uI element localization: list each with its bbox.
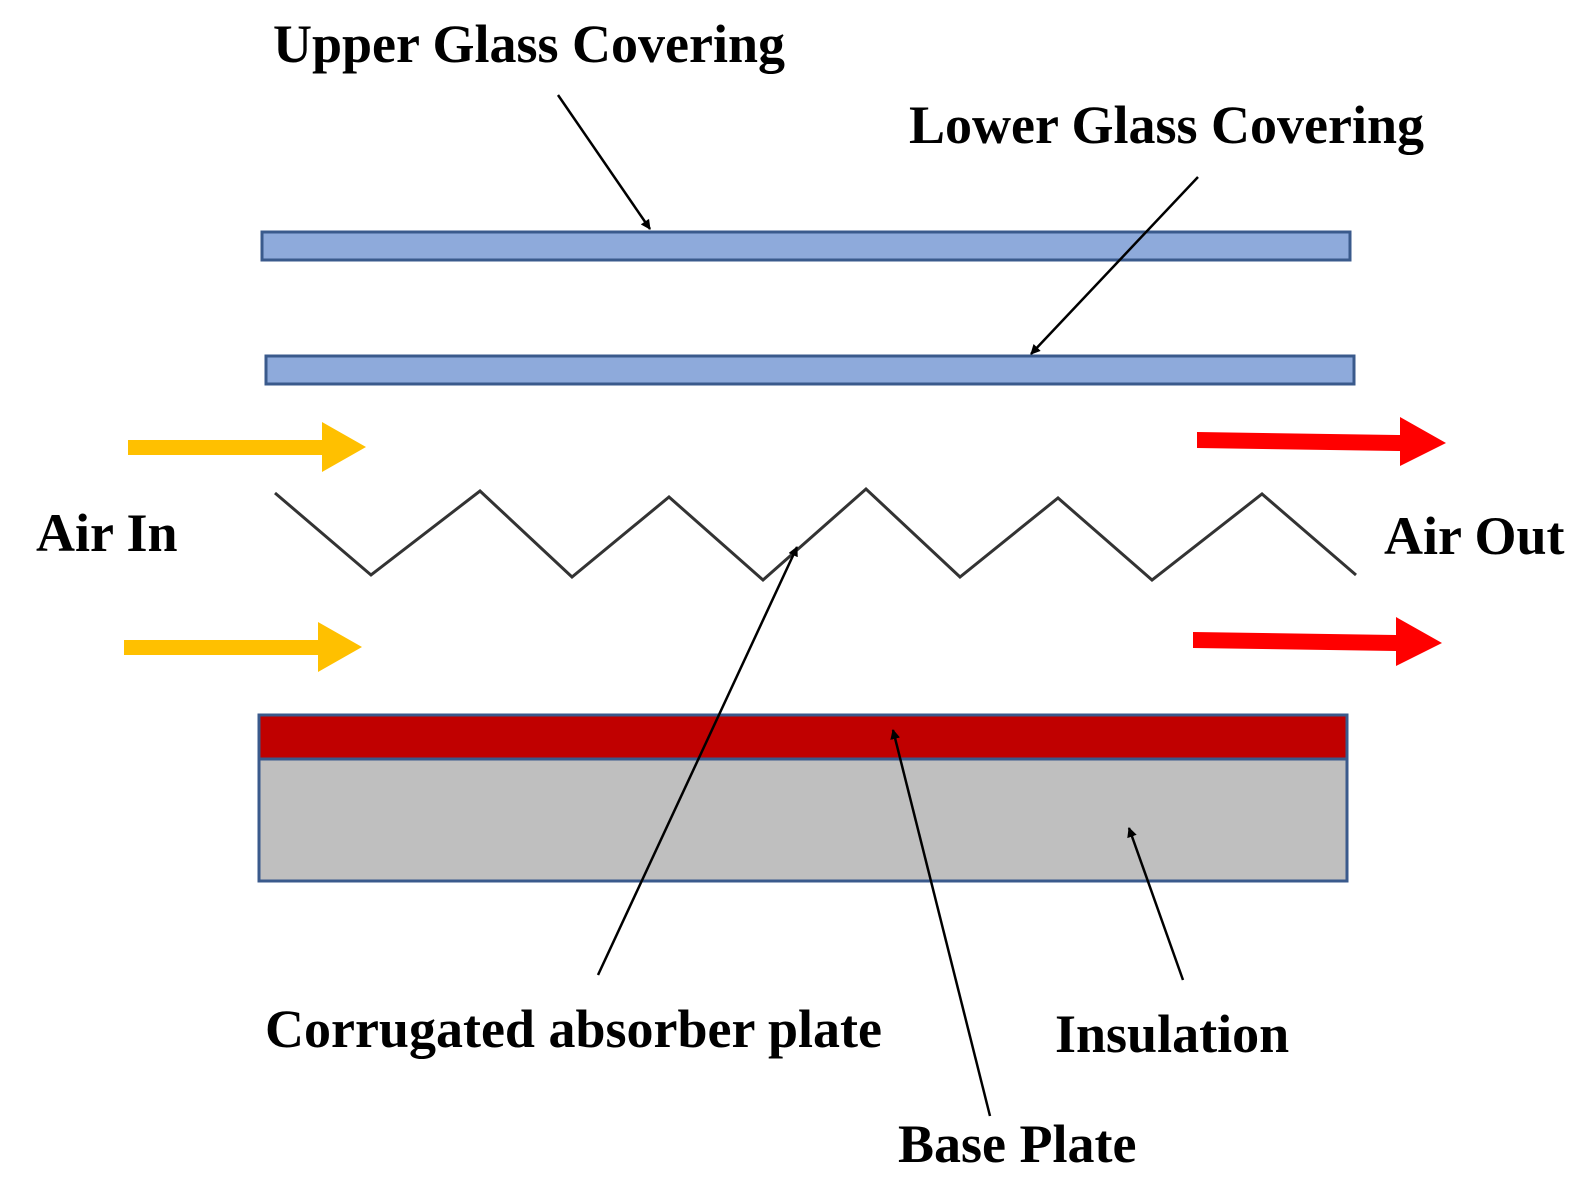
insulation-block [257, 755, 1349, 883]
air-out-arrow-bottom [1193, 617, 1442, 666]
insulation-label: Insulation [1055, 1004, 1289, 1064]
air-in-arrow-top [128, 422, 366, 472]
corrugated-absorber-plate [274, 486, 1357, 583]
absorber-label: Corrugated absorber plate [265, 999, 882, 1059]
lower-glass-label: Lower Glass Covering [909, 95, 1424, 155]
upper-glass-label: Upper Glass Covering [273, 14, 785, 74]
base-plate [257, 713, 1349, 761]
lower-glass-leader-arrow [1030, 176, 1199, 355]
absorber-leader-arrow [596, 546, 799, 976]
upper-glass-leader-arrow [556, 94, 652, 230]
air-in-arrow-bottom [124, 622, 362, 672]
lower-glass-covering [264, 354, 1356, 386]
base-plate-label: Base Plate [898, 1114, 1136, 1174]
air-out-label: Air Out [1384, 506, 1565, 566]
upper-glass-covering [260, 230, 1352, 262]
insulation-leader-arrow [1127, 827, 1185, 981]
air-in-label: Air In [36, 503, 178, 563]
base-plate-leader-arrow [890, 729, 992, 1117]
air-out-arrow-top [1197, 417, 1446, 466]
